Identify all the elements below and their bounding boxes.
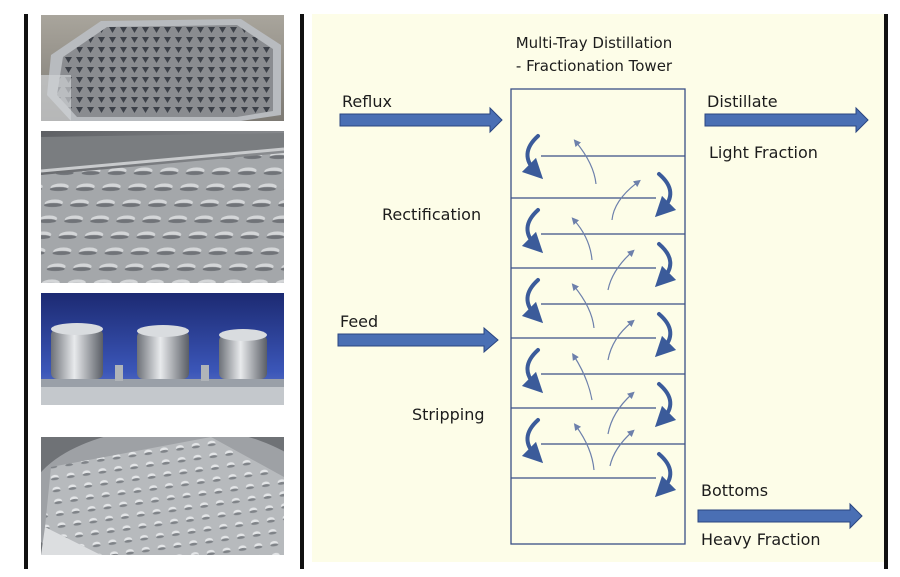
distillate-arrow (704, 106, 869, 134)
diagram-title-line2: - Fractionation Tower (515, 57, 673, 75)
bottoms-arrow (697, 502, 863, 530)
left-border-line (24, 14, 28, 569)
tower-drawing (337, 88, 869, 545)
rectification-label: Rectification (382, 205, 482, 224)
center-divider-line (300, 14, 304, 569)
distillate-label: Distillate (707, 92, 778, 111)
feed-label: Feed (340, 312, 379, 331)
liquid-flow-curves-left (521, 134, 544, 464)
right-border-line (884, 14, 888, 569)
valve-tray-photo (41, 15, 284, 121)
sieve-tray-photo (41, 437, 284, 555)
distillation-diagram-panel: Multi-Tray Distillation - Fractionation … (312, 14, 884, 562)
stripping-label: Stripping (412, 405, 485, 424)
tower-column (510, 88, 686, 545)
vapor-flow-arrows (571, 139, 641, 471)
feed-arrow (337, 326, 499, 354)
bottoms-label: Bottoms (701, 481, 769, 500)
reflux-arrow (339, 106, 503, 134)
tray-lines (511, 155, 685, 479)
heavy-fraction-label: Heavy Fraction (701, 530, 821, 549)
fixed-valve-tray-photo (41, 131, 284, 283)
liquid-flow-curves-right (654, 172, 677, 498)
reflux-label: Reflux (342, 92, 392, 111)
light-fraction-label: Light Fraction (709, 143, 818, 162)
diagram-title-line1: Multi-Tray Distillation (515, 34, 673, 52)
diagram-title: Multi-Tray Distillation - Fractionation … (489, 32, 699, 78)
bubble-cap-tray-photo (41, 293, 284, 405)
